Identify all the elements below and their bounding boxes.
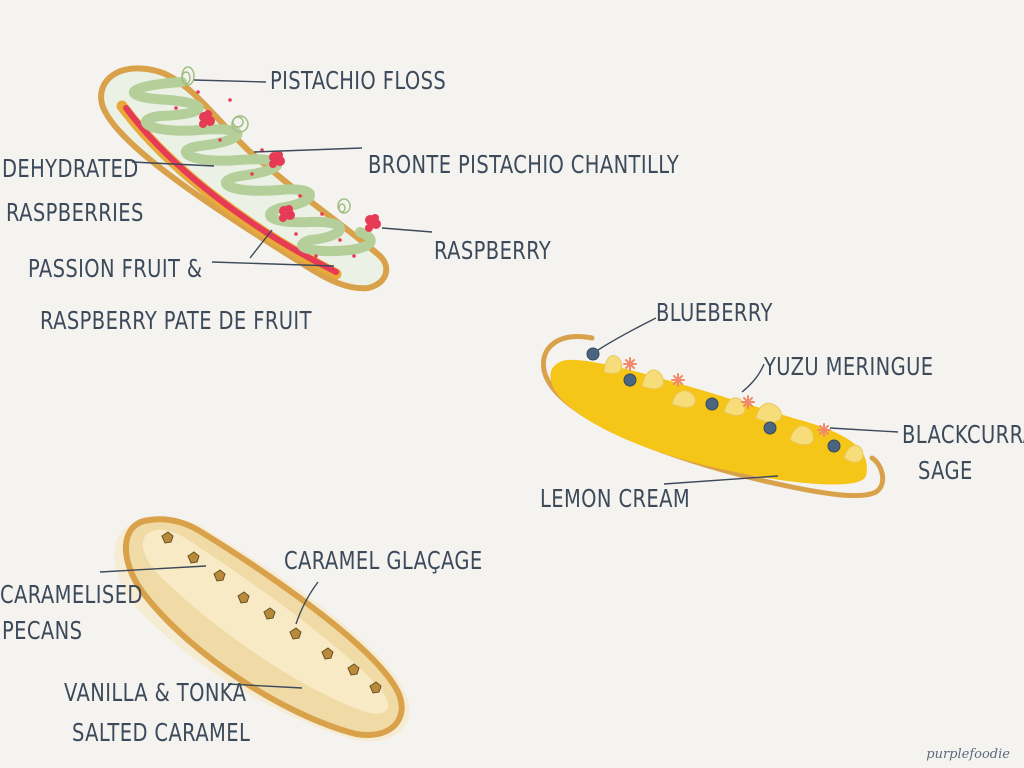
label-caramelised-pecans-line1: CARAMELISED — [0, 580, 143, 609]
dehydrated-raspberry-dots — [174, 90, 356, 258]
raspberry-icon — [199, 110, 381, 232]
label-passion-fruit-line2: RASPBERRY PATE DE FRUIT — [40, 306, 312, 335]
pistachio-eclair — [98, 65, 433, 292]
label-blueberry: BLUEBERRY — [656, 298, 773, 327]
label-vanilla-tonka-line2: SALTED CARAMEL — [72, 718, 251, 747]
caramel-eclair — [99, 516, 410, 742]
pistachio-leader-lines — [131, 79, 433, 267]
label-blackcurrant-sage-line2: SAGE — [918, 456, 973, 485]
label-vanilla-tonka-line1: VANILLA & TONKA — [64, 678, 247, 707]
pistachio-floss-icon — [181, 66, 351, 214]
signature: purplefoodie — [926, 747, 1010, 762]
flower-icon — [623, 357, 831, 437]
lemon-cream-fill — [550, 359, 867, 485]
label-passion-fruit-line1: PASSION FRUIT & — [28, 254, 203, 283]
label-blackcurrant-sage-line1: BLACKCURRANT — [902, 420, 1024, 449]
pistachio-chantilly-wave — [129, 77, 376, 257]
lemon-eclair — [541, 317, 899, 499]
pecan-icon — [161, 531, 382, 694]
blueberry-icon — [586, 347, 841, 453]
label-caramel-glacage: CARAMEL GLAÇAGE — [284, 546, 483, 575]
label-dehydrated-raspberries-line2: RASPBERRIES — [6, 198, 144, 227]
label-caramelised-pecans-line2: PECANS — [2, 616, 83, 645]
caramel-leader-lines — [99, 565, 319, 689]
label-yuzu-meringue: YUZU MERINGUE — [764, 352, 934, 381]
label-dehydrated-raspberries-line1: DEHYDRATED — [2, 154, 139, 183]
label-pistachio-floss: PISTACHIO FLOSS — [270, 66, 447, 95]
lemon-leader-lines — [597, 317, 899, 485]
label-bronte-pistachio-chantilly: BRONTE PISTACHIO CHANTILLY — [368, 150, 680, 179]
label-lemon-cream: LEMON CREAM — [540, 484, 691, 513]
caramel-glacage-top — [142, 529, 389, 714]
pate-de-fruit-line-red — [123, 105, 339, 275]
meringue-icon — [603, 355, 864, 463]
label-raspberry: RASPBERRY — [434, 236, 552, 265]
